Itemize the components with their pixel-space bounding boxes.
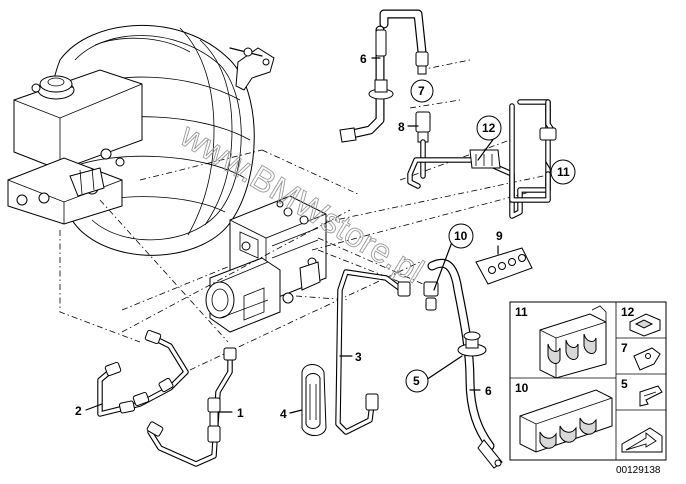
part-12-pipe-clip — [469, 149, 501, 169]
brake-fluid-reservoir — [13, 69, 143, 171]
legend-label-12: 12 — [621, 305, 635, 319]
image-number: 00129138 — [616, 465, 661, 476]
callout-2: 2 — [75, 404, 82, 418]
callout-7: 7 — [418, 84, 425, 98]
arrow-icon — [621, 427, 663, 453]
part-6-brake-hose-lower — [423, 258, 503, 469]
callout-12: 12 — [482, 121, 496, 135]
callout-6-upper: 6 — [360, 52, 367, 66]
callout-10: 10 — [454, 229, 468, 243]
part-9-pipe-holder — [475, 247, 533, 285]
callout-10-circle — [448, 223, 474, 249]
legend-detail-10-holder — [519, 389, 613, 453]
part-6-brake-hose-upper — [339, 9, 429, 143]
part-2-brake-pipe — [97, 329, 189, 417]
callout-1: 1 — [237, 406, 244, 420]
master-cylinder — [7, 157, 123, 225]
callout-leaders — [85, 57, 553, 414]
callout-9: 9 — [496, 229, 503, 243]
part-3-brake-pipe — [335, 269, 411, 435]
legend-label-11: 11 — [515, 305, 528, 319]
callout-5: 5 — [413, 374, 420, 388]
part-1-brake-pipe — [146, 347, 237, 467]
part-8-connector — [415, 111, 431, 179]
callout-11-circle — [550, 159, 576, 185]
callout-3: 3 — [355, 350, 362, 364]
part-11-brake-pipe — [407, 99, 557, 219]
part-5-hose-holder — [457, 331, 487, 357]
callout-labels: 1 2 3 4 5 6 6 7 8 9 10 11 12 — [75, 52, 576, 421]
callout-8: 8 — [398, 120, 405, 134]
legend-box: 11 12 7 10 5 — [509, 301, 667, 461]
legend-detail-7-bracket — [633, 347, 661, 371]
callout-12-circle — [476, 115, 502, 141]
callout-5-circle — [405, 369, 429, 393]
callout-6-lower: 6 — [485, 384, 492, 398]
legend-detail-11-clip — [539, 305, 607, 379]
legend-label-7: 7 — [621, 341, 628, 355]
callout-4: 4 — [280, 407, 287, 421]
callout-7-circle — [410, 79, 434, 103]
part-4-grommet — [301, 364, 327, 436]
legend-detail-12-clip — [629, 313, 661, 337]
legend-label-5: 5 — [621, 377, 628, 391]
legend-label-10: 10 — [515, 381, 529, 395]
callout-11: 11 — [557, 165, 570, 179]
abs-pump-motor — [205, 257, 281, 333]
legend-detail-5-bracket — [639, 385, 663, 407]
